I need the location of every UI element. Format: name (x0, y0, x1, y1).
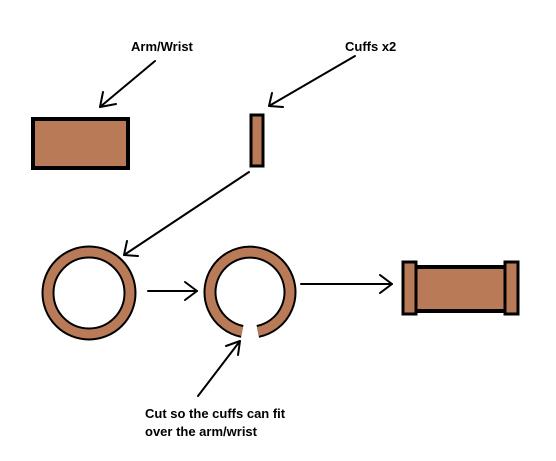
arrow-arm-wrist (99, 60, 156, 108)
cuff-strip (249, 113, 265, 168)
cuff-ring-closed (41, 245, 137, 341)
arrow-cut-label (197, 340, 241, 397)
label-arm-wrist: Arm/Wrist (131, 39, 193, 54)
arm-with-cuffs (401, 260, 520, 316)
arrow-ring-to-cut (147, 281, 198, 301)
label-cuffs: Cuffs x2 (345, 39, 397, 54)
arrow-cuffs (268, 55, 356, 108)
arrow-strip-to-ring (123, 171, 250, 257)
arm-wrist-block (31, 117, 130, 170)
cuff-ring-cut (203, 245, 297, 338)
arrow-cut-to-assembled (300, 274, 393, 294)
assembled-body (407, 265, 515, 313)
label-cut-line1: Cut so the cuffs can fit (145, 406, 286, 421)
assembled-right-cuff (503, 260, 520, 316)
label-cut-line2: over the arm/wrist (145, 424, 257, 439)
assembled-left-cuff (401, 260, 418, 316)
